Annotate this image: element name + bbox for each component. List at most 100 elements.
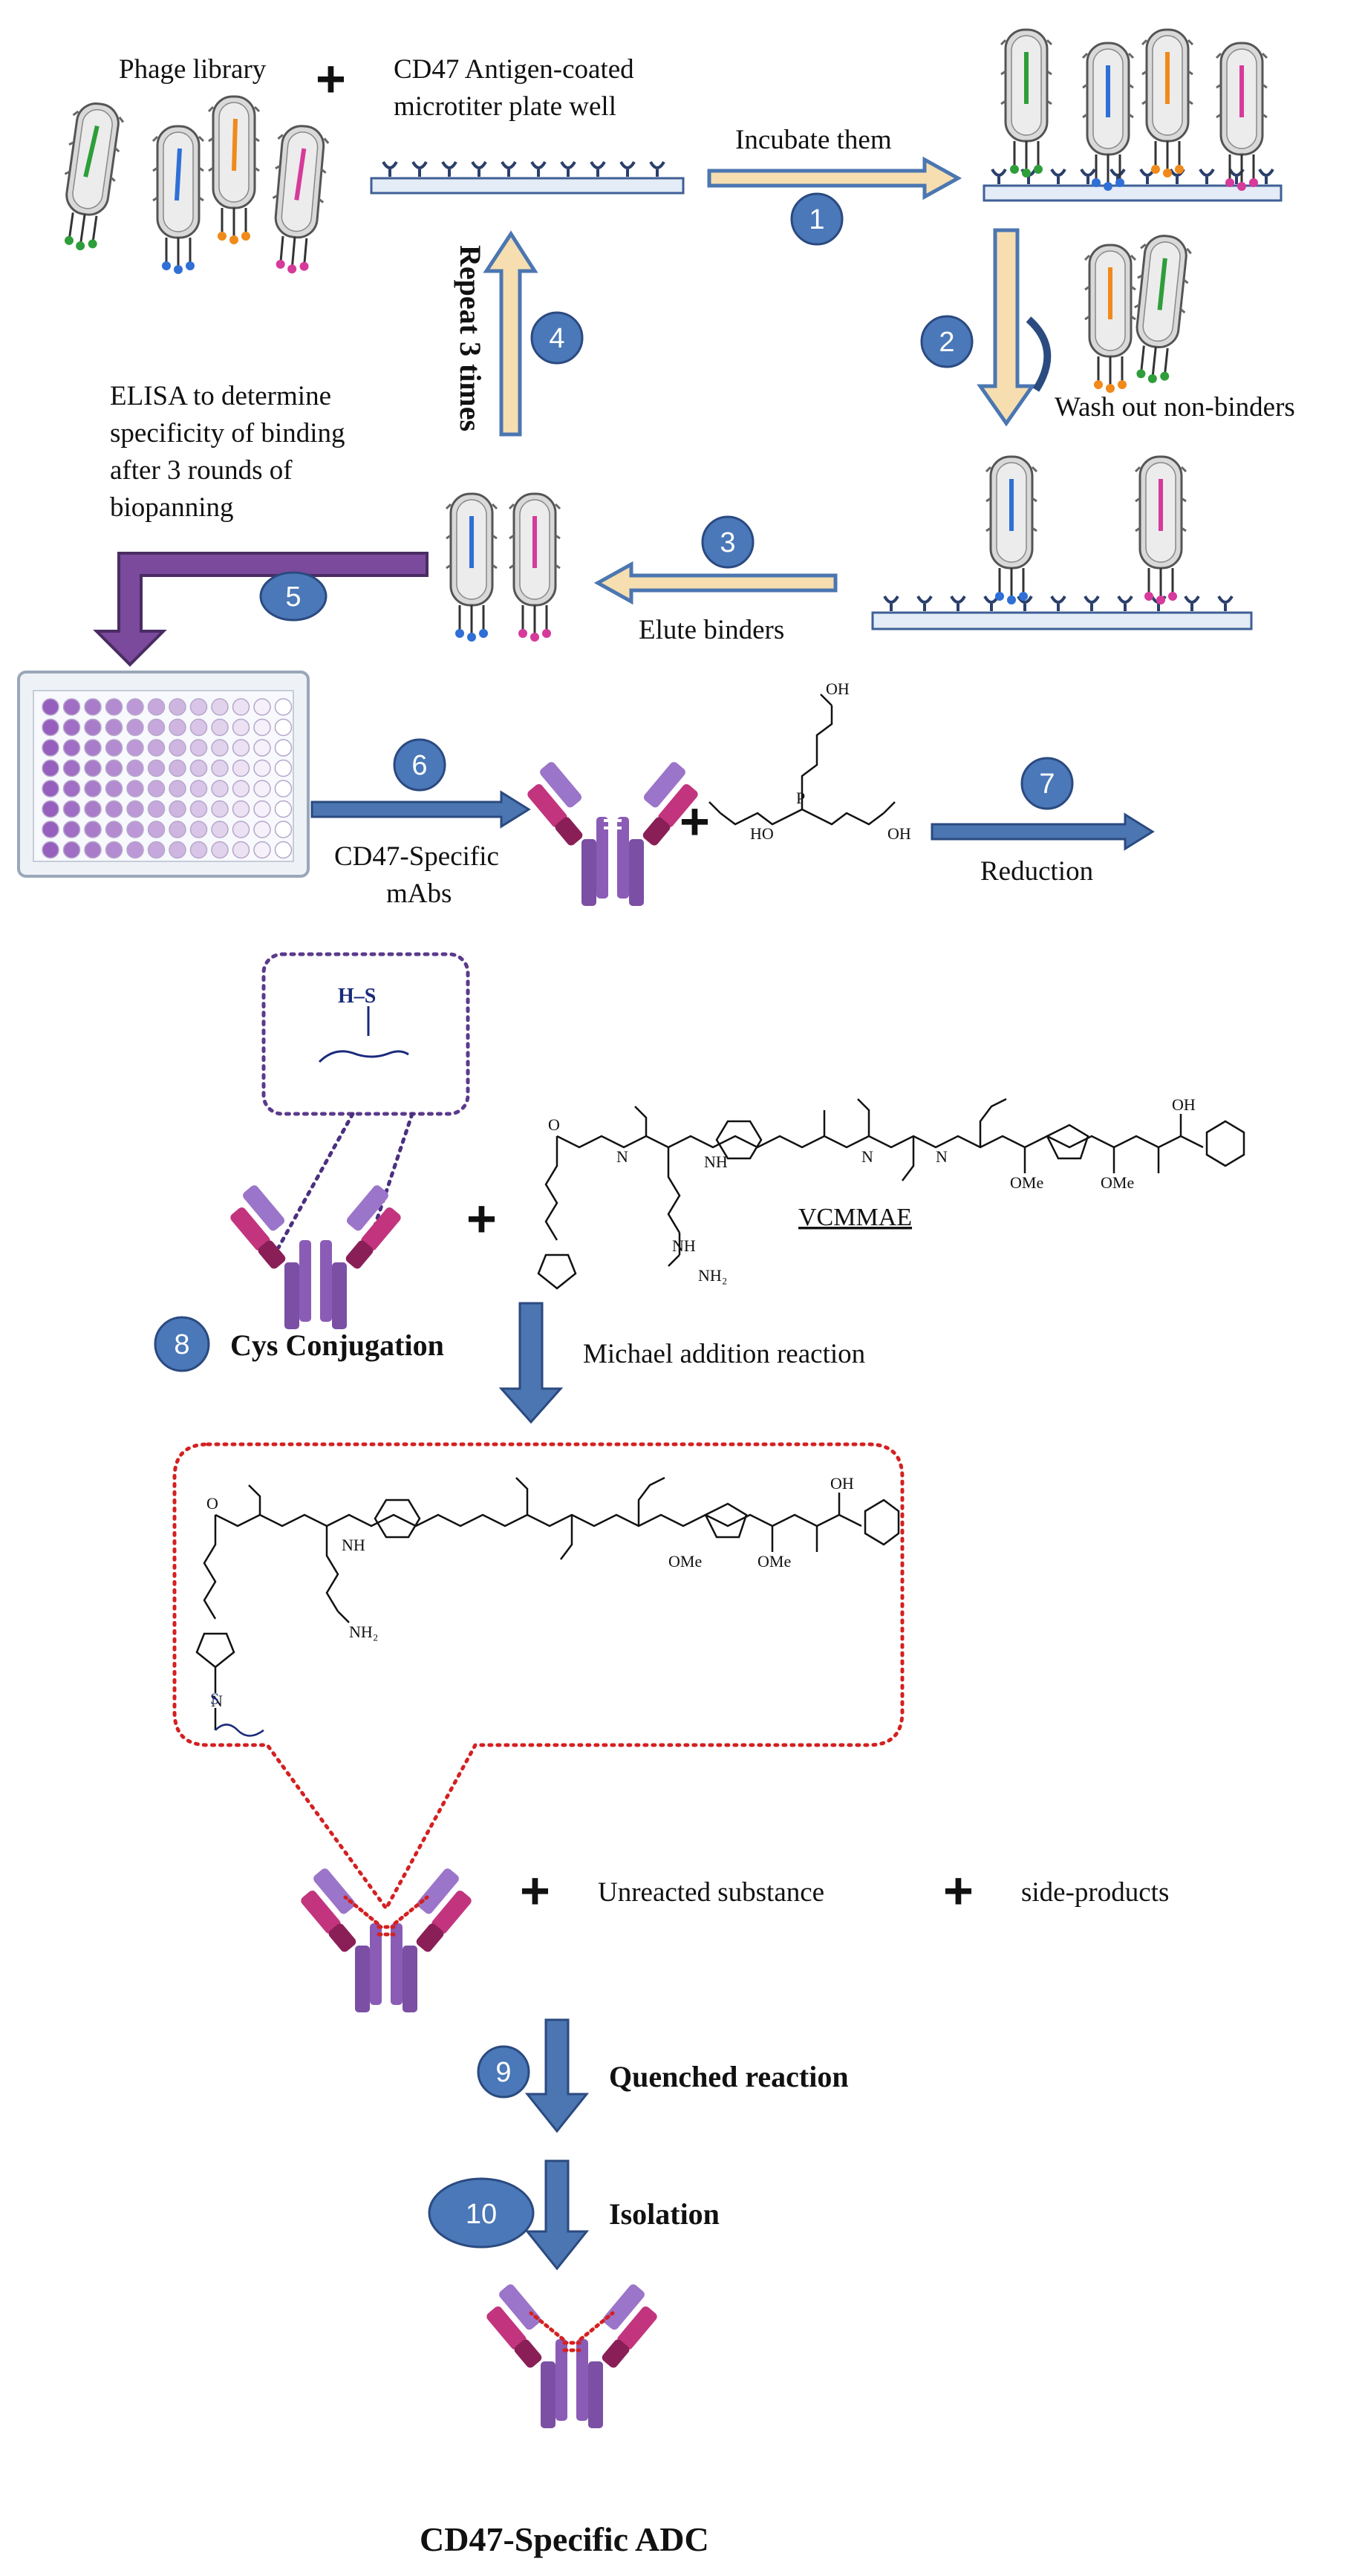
elisa-well bbox=[189, 718, 208, 737]
final-adc-label: CD47-Specific ADC bbox=[420, 2520, 709, 2558]
repeat-label: Repeat 3 times bbox=[454, 245, 487, 431]
elisa-well bbox=[211, 698, 229, 716]
step-badge-10: 10 bbox=[428, 2177, 535, 2249]
elisa-well bbox=[84, 800, 102, 818]
elisa-label-line2: specificity of binding bbox=[110, 418, 345, 449]
elisa-well bbox=[169, 821, 186, 838]
mabs-label-line2: mAbs bbox=[386, 878, 452, 909]
vcmmae-structure bbox=[537, 1098, 1245, 1290]
elisa-well bbox=[274, 800, 293, 818]
elisa-well bbox=[232, 841, 250, 859]
elisa-well bbox=[105, 800, 123, 818]
cys-conjugation-label: Cys Conjugation bbox=[230, 1328, 444, 1362]
mabs-label-line1: CD47-Specific bbox=[334, 841, 499, 872]
elisa-well bbox=[126, 821, 144, 838]
reduction-label: Reduction bbox=[980, 856, 1093, 887]
phage-library-label: Phage library bbox=[119, 54, 267, 85]
wash-arrow bbox=[977, 228, 1052, 427]
step-badge-1: 1 bbox=[790, 192, 844, 246]
elisa-well bbox=[189, 739, 208, 757]
elisa-well bbox=[211, 780, 229, 798]
elisa-well bbox=[42, 821, 59, 838]
elisa-well bbox=[253, 739, 271, 757]
elisa-well bbox=[147, 718, 166, 737]
eluted-phages bbox=[445, 492, 561, 642]
elisa-well bbox=[232, 698, 250, 716]
binder-plate bbox=[871, 455, 1253, 630]
crude-adc bbox=[293, 1866, 479, 2012]
elisa-well bbox=[274, 739, 293, 757]
elisa-well bbox=[211, 821, 229, 838]
elute-label: Elute binders bbox=[639, 615, 784, 645]
elisa-well bbox=[105, 759, 123, 777]
elisa-well bbox=[84, 780, 102, 798]
conjugate-structure bbox=[195, 1476, 900, 1737]
vcmmae-nh-2: NH bbox=[672, 1236, 696, 1255]
elisa-well bbox=[62, 718, 81, 737]
elisa-well bbox=[147, 739, 166, 757]
elisa-well bbox=[62, 698, 81, 716]
svg-text:6: 6 bbox=[411, 750, 427, 781]
elisa-well bbox=[253, 718, 271, 737]
elisa-well bbox=[147, 841, 166, 859]
phage-library bbox=[54, 95, 331, 274]
elisa-well bbox=[147, 780, 166, 798]
elisa-well bbox=[274, 841, 293, 859]
elisa-well bbox=[62, 841, 81, 859]
svg-text:2: 2 bbox=[939, 327, 954, 358]
svg-text:1: 1 bbox=[809, 204, 824, 235]
elisa-well bbox=[232, 739, 250, 757]
plate-label-line1: CD47 Antigen-coated bbox=[394, 54, 634, 85]
elisa-well bbox=[147, 759, 166, 777]
vcmmae-label: VCMMAE bbox=[798, 1204, 912, 1231]
conjugate-n-1: N bbox=[211, 1692, 223, 1710]
svg-text:3: 3 bbox=[720, 527, 735, 558]
washed-phages bbox=[1084, 232, 1194, 393]
elisa-label-line4: biopanning bbox=[110, 492, 233, 523]
elisa-well bbox=[105, 821, 123, 838]
elisa-well bbox=[84, 841, 102, 859]
elisa-well bbox=[189, 759, 208, 777]
elisa-well bbox=[232, 759, 250, 777]
svg-text:8: 8 bbox=[174, 1329, 189, 1360]
step-badge-6: 6 bbox=[393, 738, 446, 792]
tcep-oh-top: OH bbox=[826, 679, 850, 698]
elisa-well bbox=[169, 718, 186, 737]
plus-sign: + bbox=[680, 792, 710, 850]
thiol-label: H–S bbox=[338, 985, 376, 1008]
elisa-well bbox=[274, 821, 293, 838]
elisa-well bbox=[169, 800, 186, 818]
isolation-label: Isolation bbox=[609, 2197, 720, 2231]
elisa-well bbox=[126, 800, 144, 818]
plus-sign: + bbox=[520, 1862, 550, 1920]
conjugate-ome-1: OMe bbox=[668, 1552, 702, 1571]
elisa-well bbox=[211, 718, 229, 737]
conjugate-nh2: NH₂ bbox=[349, 1623, 378, 1641]
elisa-well bbox=[84, 759, 102, 777]
elisa-label-line1: ELISA to determine bbox=[110, 381, 331, 411]
elisa-well bbox=[126, 718, 144, 737]
conjugate-ome-2: OMe bbox=[757, 1552, 791, 1571]
elisa-well bbox=[42, 800, 59, 818]
step-badges: 1 2 3 4 5 6 7 8 9 10 bbox=[154, 192, 1074, 2249]
elisa-well bbox=[232, 800, 250, 818]
elisa-well bbox=[126, 739, 144, 757]
elisa-well bbox=[189, 841, 208, 859]
elisa-well bbox=[211, 800, 229, 818]
elisa-well bbox=[169, 841, 186, 859]
cd47-mab bbox=[520, 760, 706, 906]
step-badge-3: 3 bbox=[701, 515, 755, 569]
elisa-well bbox=[253, 698, 271, 716]
elisa-well bbox=[62, 739, 81, 757]
elisa-well bbox=[105, 718, 123, 737]
elisa-arrow bbox=[93, 552, 429, 667]
elisa-well bbox=[42, 841, 59, 859]
elisa-well bbox=[126, 698, 144, 716]
antigen-plate-1 bbox=[370, 160, 685, 195]
elisa-well bbox=[42, 739, 59, 757]
wash-label: Wash out non-binders bbox=[1055, 392, 1295, 423]
elisa-well bbox=[126, 780, 144, 798]
vcmmae-ome-1: OMe bbox=[1010, 1173, 1043, 1192]
elisa-well bbox=[274, 759, 293, 777]
vcmmae-oh: OH bbox=[1172, 1095, 1196, 1114]
